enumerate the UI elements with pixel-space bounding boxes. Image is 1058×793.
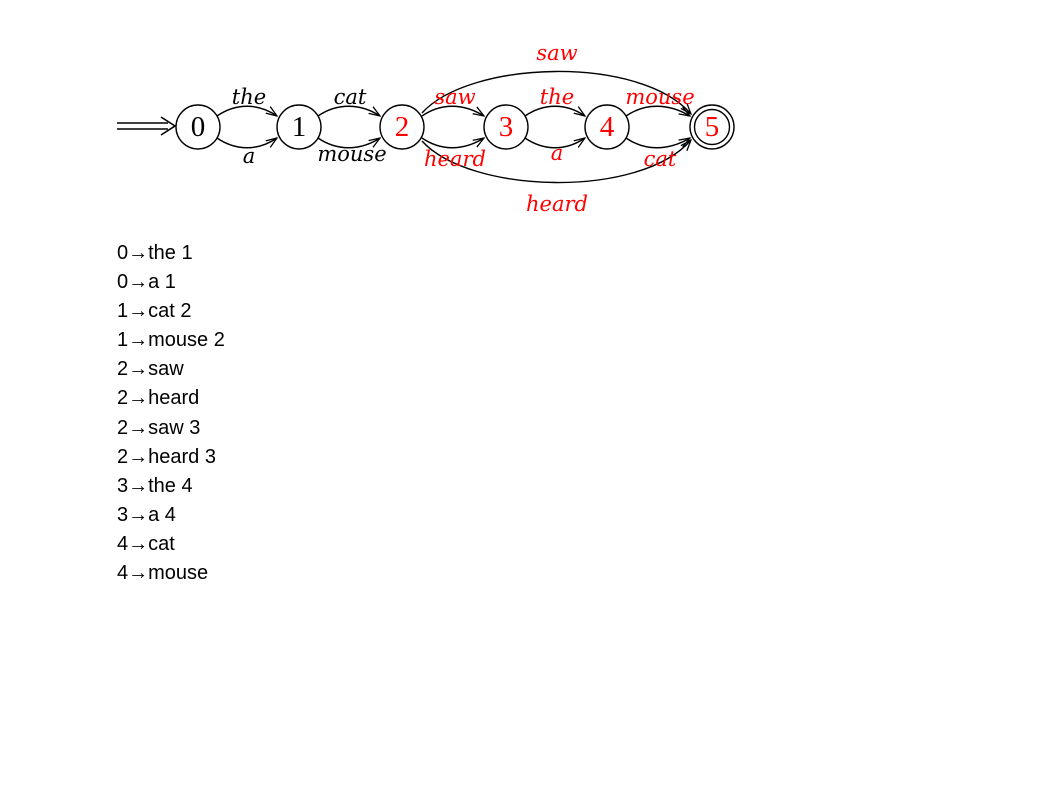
edge-label-0-1-the: the	[232, 85, 266, 109]
state-4-label: 4	[600, 111, 615, 143]
state-5-final: 5	[689, 104, 735, 150]
rule-item: 4→mouse	[117, 562, 209, 585]
finite-state-diagram: 0 1 2 3 4 5 the a cat mouse saw heard	[117, 41, 735, 216]
rule-item: 1→cat 2	[117, 300, 192, 323]
edge-0-1-the	[216, 105, 277, 116]
rule-item: 3→a 4	[117, 503, 176, 526]
rule-item: 2→saw	[117, 358, 184, 381]
rule-item: 0→a 1	[117, 271, 176, 294]
edge-2-3-saw	[421, 105, 484, 116]
edge-label-3-4-a: a	[551, 141, 564, 165]
state-3-label: 3	[499, 111, 514, 143]
edge-label-2-5-saw: saw	[536, 41, 577, 65]
edge-label-2-3-heard: heard	[424, 147, 486, 171]
edge-2-3-heard	[421, 138, 484, 149]
rule-item: 4→cat	[117, 532, 175, 555]
state-1-label: 1	[292, 111, 307, 143]
edge-label-1-2-mouse: mouse	[317, 142, 386, 166]
edge-label-3-4-the: the	[540, 85, 574, 109]
edge-2-5-heard	[421, 140, 691, 184]
edge-label-4-5-cat: cat	[644, 147, 677, 171]
state-5-label: 5	[705, 111, 720, 143]
edge-1-2-mouse	[317, 138, 380, 149]
edge-1-2-cat	[317, 105, 380, 116]
edge-label-2-5-heard: heard	[526, 192, 588, 216]
rule-item: 2→heard 3	[117, 445, 216, 468]
edge-label-4-5-mouse: mouse	[625, 85, 694, 109]
state-4: 4	[584, 104, 630, 150]
state-1: 1	[276, 104, 322, 150]
state-0-label: 0	[191, 111, 206, 143]
edge-0-1-a	[216, 138, 277, 149]
edge-3-4-the	[524, 105, 585, 116]
state-0: 0	[175, 104, 221, 150]
edge-label-2-3-saw: saw	[434, 85, 475, 109]
state-2-label: 2	[395, 111, 410, 143]
rule-item: 3→the 4	[117, 474, 193, 497]
state-2: 2	[379, 104, 425, 150]
edge-2-5-saw	[421, 70, 691, 114]
rule-list: 0→the 1 0→a 1 1→cat 2 1→mouse 2 2→saw 2→…	[117, 240, 225, 589]
rule-item: 2→saw 3	[117, 416, 201, 439]
edge-label-0-1-a: a	[243, 144, 256, 168]
rule-item: 1→mouse 2	[117, 329, 225, 352]
rule-item: 0→the 1	[117, 242, 193, 264]
state-3: 3	[483, 104, 529, 150]
rule-item: 2→heard	[117, 387, 200, 410]
start-arrow	[117, 116, 177, 136]
edge-3-4-a	[524, 138, 585, 149]
edge-label-1-2-cat: cat	[334, 85, 367, 109]
